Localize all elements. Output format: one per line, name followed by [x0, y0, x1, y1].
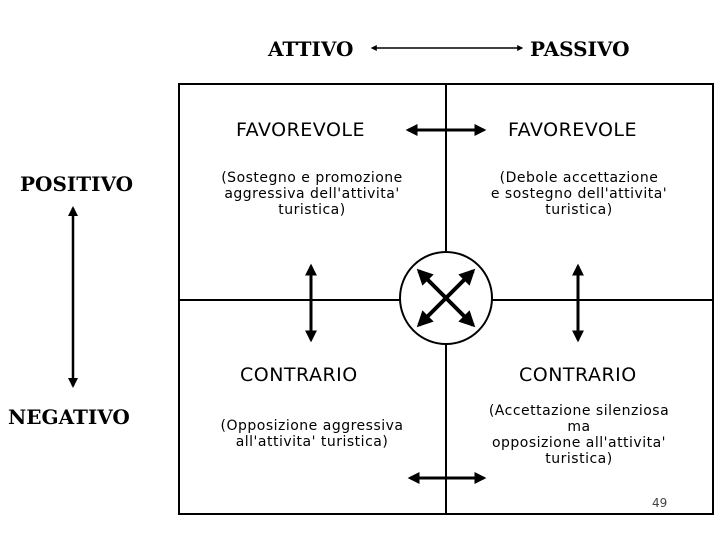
top-right-description: (Debole accettazione e sostegno dell'att…: [490, 170, 668, 218]
bottom-right-description: (Accettazione silenziosa ma opposizione …: [488, 403, 670, 467]
active-label: ATTIVO: [268, 37, 354, 61]
top-right-title: FAVOREVOLE: [508, 119, 638, 141]
bottom-right-title: CONTRARIO: [519, 364, 637, 386]
bottom-left-title: CONTRARIO: [240, 364, 358, 386]
negative-label: NEGATIVO: [8, 405, 130, 429]
top-left-title: FAVOREVOLE: [236, 119, 366, 141]
positive-label: POSITIVO: [20, 172, 134, 196]
page-number: 49: [652, 496, 668, 510]
center-diagonal-arrows-icon: [416, 268, 476, 328]
passive-label: PASSIVO: [530, 37, 630, 61]
top-left-description: (Sostegno e promozione aggressiva dell'a…: [221, 170, 403, 218]
bottom-left-description: (Opposizione aggressiva all'attivita' tu…: [220, 418, 404, 450]
